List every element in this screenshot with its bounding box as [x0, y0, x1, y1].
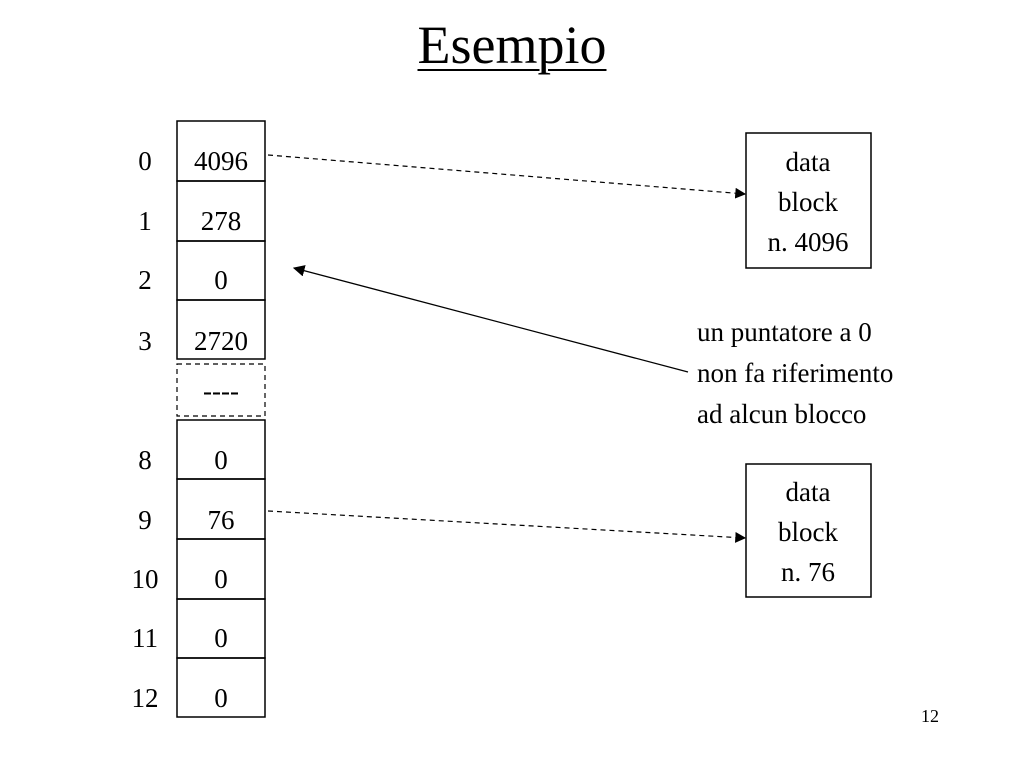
dashed-pointer-arrow-4096 [267, 154, 747, 199]
data-block-line: block [778, 187, 838, 217]
data-block-76: data block n. 76 [745, 463, 872, 598]
row-index: 11 [132, 623, 158, 653]
annotation-line: un puntatore a 0 [697, 317, 872, 347]
cell-value: 0 [214, 445, 228, 475]
row-index: 12 [132, 683, 159, 713]
table-cell [176, 657, 266, 718]
cell-value: 76 [208, 505, 235, 535]
row-index: 10 [132, 564, 159, 594]
data-block-line: block [778, 517, 838, 547]
table-cell-ellipsis [176, 363, 266, 417]
table-cell [176, 299, 266, 360]
cell-value: 0 [214, 683, 228, 713]
cell-value: 4096 [194, 146, 248, 176]
row-index: 9 [138, 505, 152, 535]
cell-value: 0 [214, 564, 228, 594]
cell-value: 0 [214, 623, 228, 653]
row-index: 8 [138, 445, 152, 475]
data-block-line: data [786, 477, 831, 507]
cell-value: ---- [203, 376, 239, 406]
annotation-line: non fa riferimento [697, 358, 893, 388]
pointer-table: 0 4096 1 278 2 0 3 2720 ---- 8 0 9 76 10… [132, 120, 266, 718]
dashed-pointer-arrow-76 [267, 510, 747, 543]
annotation-arrow [292, 265, 689, 373]
row-index: 0 [138, 146, 152, 176]
row-index: 3 [138, 326, 152, 356]
data-block-line: n. 4096 [768, 227, 849, 257]
annotation-line: ad alcun blocco [697, 399, 866, 429]
data-block-line: n. 76 [781, 557, 835, 587]
data-block-line: data [786, 147, 831, 177]
page-number: 12 [921, 706, 939, 726]
cell-value: 0 [214, 265, 228, 295]
row-index: 1 [138, 206, 152, 236]
row-index: 2 [138, 265, 152, 295]
data-block-4096: data block n. 4096 [745, 132, 872, 269]
null-pointer-annotation: un puntatore a 0 non fa riferimento ad a… [697, 317, 893, 429]
slide-title: Esempio [417, 15, 607, 75]
cell-value: 278 [201, 206, 242, 236]
cell-value: 2720 [194, 326, 248, 356]
